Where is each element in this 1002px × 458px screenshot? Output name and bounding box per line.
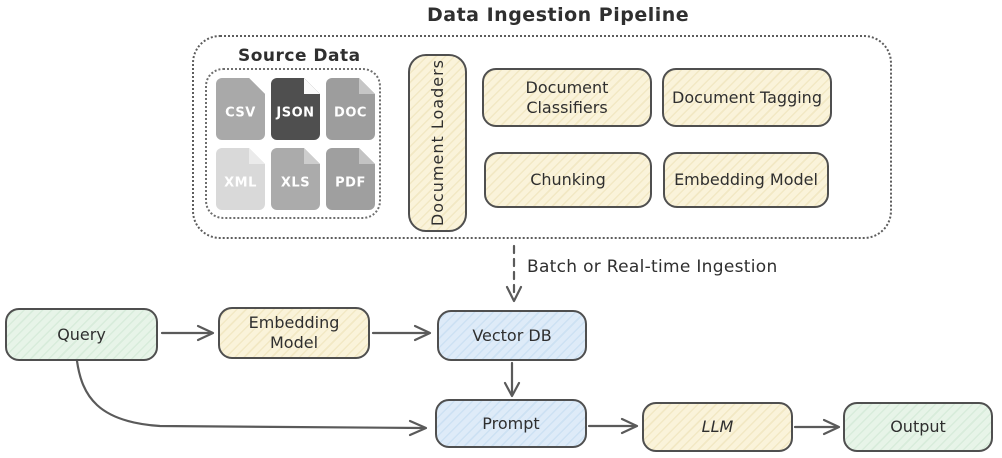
stage-embedding-model: Embedding Model — [663, 152, 829, 208]
arrowhead — [503, 381, 521, 398]
output-box: Output — [843, 402, 993, 452]
llm-label: LLM — [701, 417, 734, 436]
query-box: Query — [5, 308, 158, 361]
prompt-box: Prompt — [435, 399, 587, 448]
file-type-label: DOC — [334, 105, 367, 121]
ingestion-mode-label: Batch or Real-time Ingestion — [527, 257, 778, 277]
vector-db-box: Vector DB — [437, 310, 587, 361]
stage-label: Embedding Model — [674, 170, 818, 189]
file-type-label: XML — [224, 175, 257, 191]
stage-document-classifiers: Document Classifiers — [482, 68, 652, 127]
document-loaders-label: Document Loaders — [427, 59, 447, 227]
llm-box: LLM — [642, 402, 793, 452]
arrowhead — [408, 419, 428, 437]
stage-label: Document Classifiers — [525, 77, 609, 117]
output-label: Output — [890, 417, 946, 436]
stage-document-tagging: Document Tagging — [662, 68, 832, 127]
file-icon-doc: DOC — [326, 78, 375, 140]
document-loaders-box: Document Loaders — [408, 54, 467, 232]
file-icon-xls: XLS — [271, 148, 320, 210]
embedding-model-label: Embedding Model — [248, 313, 340, 352]
file-icon-csv: CSV — [216, 78, 265, 140]
file-icon-xml: XML — [216, 148, 265, 210]
stage-chunking: Chunking — [484, 152, 652, 208]
arrow-query-to-prompt — [75, 359, 425, 430]
arrowhead — [822, 418, 841, 436]
source-data-container — [205, 68, 381, 219]
file-type-label: CSV — [225, 105, 256, 121]
file-type-label: PDF — [335, 175, 366, 191]
arrowhead — [196, 324, 215, 342]
arrowhead — [505, 285, 523, 303]
file-type-label: XLS — [280, 175, 311, 191]
stage-label: Document Tagging — [672, 87, 822, 107]
arrowhead — [620, 417, 639, 435]
vector-db-label: Vector DB — [472, 325, 552, 345]
prompt-label: Prompt — [482, 413, 540, 433]
query-label: Query — [57, 324, 106, 344]
embedding-model-box: Embedding Model — [218, 307, 370, 359]
file-type-label: JSON — [276, 105, 315, 121]
arrowhead — [413, 324, 432, 342]
file-icon-pdf: PDF — [326, 148, 375, 210]
file-icon-json: JSON — [271, 78, 320, 140]
data-ingestion-pipeline-container — [192, 35, 892, 239]
stage-label: Chunking — [530, 170, 606, 189]
diagram-title: Data Ingestion Pipeline — [427, 4, 690, 26]
source-data-label: Source Data — [238, 46, 361, 66]
